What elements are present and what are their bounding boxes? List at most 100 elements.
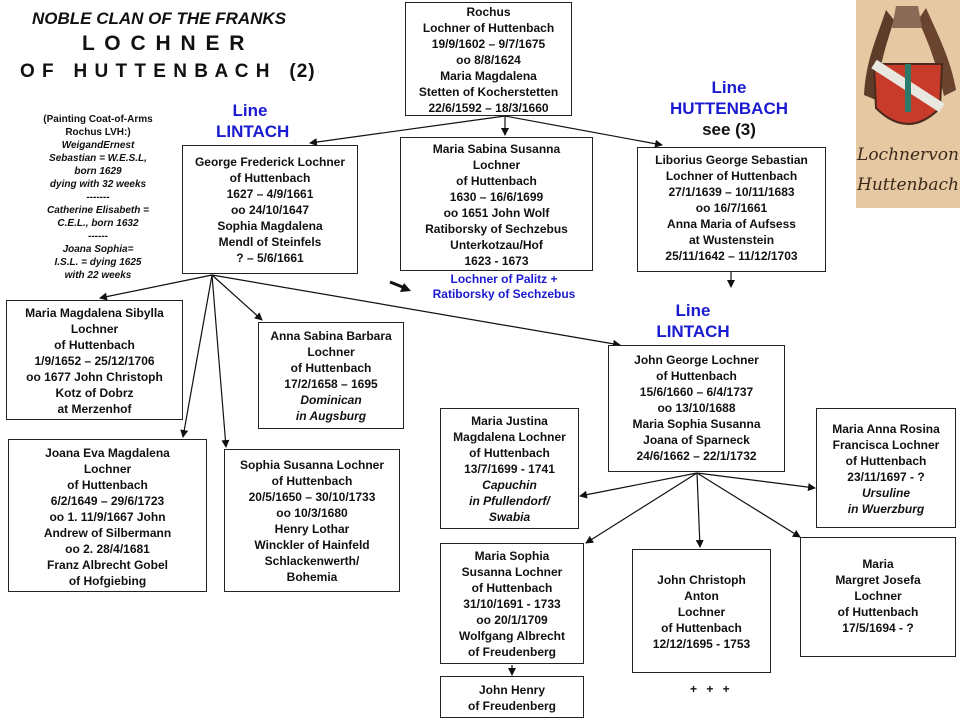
link-george-joana bbox=[180, 274, 213, 438]
box-line: 15/6/1660 – 6/4/1737 bbox=[639, 385, 754, 399]
box-line: 22/6/1592 – 18/3/1660 bbox=[428, 101, 549, 115]
box-line: Dominican bbox=[300, 393, 362, 407]
box-line: oo 1677 John Christoph bbox=[26, 370, 163, 384]
box-line: Maria Magdalena Sibylla bbox=[25, 306, 164, 320]
link-george-anna bbox=[211, 274, 263, 321]
box-line: John George Lochner bbox=[634, 353, 759, 367]
box-line: at Merzenhof bbox=[57, 402, 132, 416]
box-line: John Henry bbox=[478, 683, 545, 697]
note-line: (Painting Coat-of-Arms bbox=[43, 114, 153, 125]
box-line: oo 1651 John Wolf bbox=[443, 206, 550, 220]
box-line: Maria Sophia bbox=[474, 549, 550, 563]
box-line: oo 10/3/1680 bbox=[276, 506, 348, 520]
link-george-sophia bbox=[211, 274, 230, 448]
box-line: Liborius George Sebastian bbox=[655, 153, 808, 167]
box-line: Lochner of Huttenbach bbox=[665, 169, 798, 183]
box-line: Lochner bbox=[70, 322, 119, 336]
box-line: Lochner bbox=[472, 158, 521, 172]
box-line: 24/6/1662 – 22/1/1732 bbox=[636, 449, 757, 463]
box-line: Rochus bbox=[466, 5, 511, 19]
box-line: Kotz of Dobrz bbox=[55, 386, 134, 400]
link-george-sibylla bbox=[99, 274, 213, 301]
box-line: Sophia Susanna Lochner bbox=[239, 458, 385, 472]
line-lintach-label-mid: Line LINTACH bbox=[656, 301, 730, 341]
box-line: of Huttenbach bbox=[469, 446, 550, 460]
note-line: Joana Sophia= bbox=[62, 244, 134, 255]
title-line-1: NOBLE CLAN OF THE FRANKS bbox=[32, 9, 287, 28]
box-line: of Hofgiebing bbox=[68, 574, 147, 588]
box-line: of Huttenbach bbox=[471, 581, 553, 595]
box-line: Franz Albrecht Gobel bbox=[47, 558, 168, 572]
box-line: oo 20/1/1709 bbox=[476, 613, 548, 627]
box-line: Sophia Magdalena bbox=[217, 219, 323, 233]
box-line: ? – 5/6/1661 bbox=[236, 251, 304, 265]
note-line: born 1629 bbox=[74, 166, 122, 177]
box-line: Anton bbox=[684, 589, 719, 603]
note-line: Catherine Elisabeth = bbox=[47, 205, 149, 216]
box-line: Lochner bbox=[83, 462, 132, 476]
box-line: oo 24/10/1647 bbox=[230, 203, 310, 217]
box-line: Susanna Lochner bbox=[461, 565, 563, 579]
box-line: oo 13/10/1688 bbox=[657, 401, 736, 415]
box-line: 23/11/1697 - ? bbox=[847, 470, 925, 484]
note-line: C.E.L., born 1632 bbox=[57, 218, 139, 229]
box-line: Maria Sophia Susanna bbox=[632, 417, 761, 431]
box-line: Unterkotzau/Hof bbox=[450, 238, 543, 252]
box-line: Ursuline bbox=[861, 486, 910, 500]
svg-text:Huttenbach: Huttenbach bbox=[856, 175, 959, 195]
line-lintach-label-top: Line LINTACH bbox=[216, 101, 290, 141]
box-line: of Huttenbach bbox=[845, 454, 927, 468]
box-line: 1630 – 16/6/1699 bbox=[449, 190, 544, 204]
box-line: 20/5/1650 – 30/10/1733 bbox=[248, 490, 376, 504]
box-line: John Christoph bbox=[657, 573, 746, 587]
box-line: Margret Josefa bbox=[835, 573, 921, 587]
box-line: 17/2/1658 – 1695 bbox=[284, 377, 378, 391]
box-line: oo 1. 11/9/1667 John bbox=[49, 510, 166, 524]
box-line: 1627 – 4/9/1661 bbox=[226, 187, 314, 201]
note-line: ------ bbox=[88, 231, 108, 242]
box-line: Magdalena Lochner bbox=[453, 430, 566, 444]
more-descendants-marker: + + + bbox=[690, 682, 733, 696]
box-line: in Pfullendorf/ bbox=[469, 494, 550, 508]
box-line: of Huttenbach bbox=[837, 605, 919, 619]
box-line: Anna Maria of Aufsess bbox=[667, 217, 796, 231]
link-rochus-liborius bbox=[504, 115, 663, 148]
box-line: Maria Justina bbox=[471, 414, 548, 428]
box-line: Winckler of Hainfeld bbox=[254, 538, 370, 552]
box-line: Capuchin bbox=[482, 478, 537, 492]
box-line: Lochner bbox=[307, 345, 355, 359]
box-line: of Huttenbach bbox=[656, 369, 737, 383]
see-chart-3: see (3) bbox=[702, 120, 756, 139]
box-line: Lochner bbox=[677, 605, 726, 619]
box-line: 17/5/1694 - ? bbox=[842, 621, 914, 635]
box-line: Anna Sabina Barbara bbox=[270, 329, 392, 343]
box-line: of Huttenbach bbox=[456, 174, 537, 188]
box-line: 27/1/1639 – 10/11/1683 bbox=[668, 185, 795, 199]
box-line: 31/10/1691 - 1733 bbox=[463, 597, 561, 611]
link-jg-anna-rosina bbox=[696, 472, 816, 492]
box-line: Bohemia bbox=[286, 570, 338, 584]
box-line: Maria Anna Rosina bbox=[832, 422, 940, 436]
box-line: Joana of Sparneck bbox=[643, 433, 750, 447]
box-line: Mendl of Steinfels bbox=[218, 235, 322, 249]
person-box-john-george: John George Lochner of Huttenbach 15/6/166… bbox=[608, 345, 785, 472]
title-line-3: O F H U T T E N B A C H (2) bbox=[20, 61, 316, 82]
box-line: in Wuerzburg bbox=[847, 502, 925, 516]
box-line: Joana Eva Magdalena bbox=[45, 446, 170, 460]
box-line: Wolfgang Albrecht bbox=[459, 629, 565, 643]
box-line: Stetten of Kocherstetten bbox=[418, 85, 559, 99]
link-rochus-george bbox=[309, 115, 506, 147]
